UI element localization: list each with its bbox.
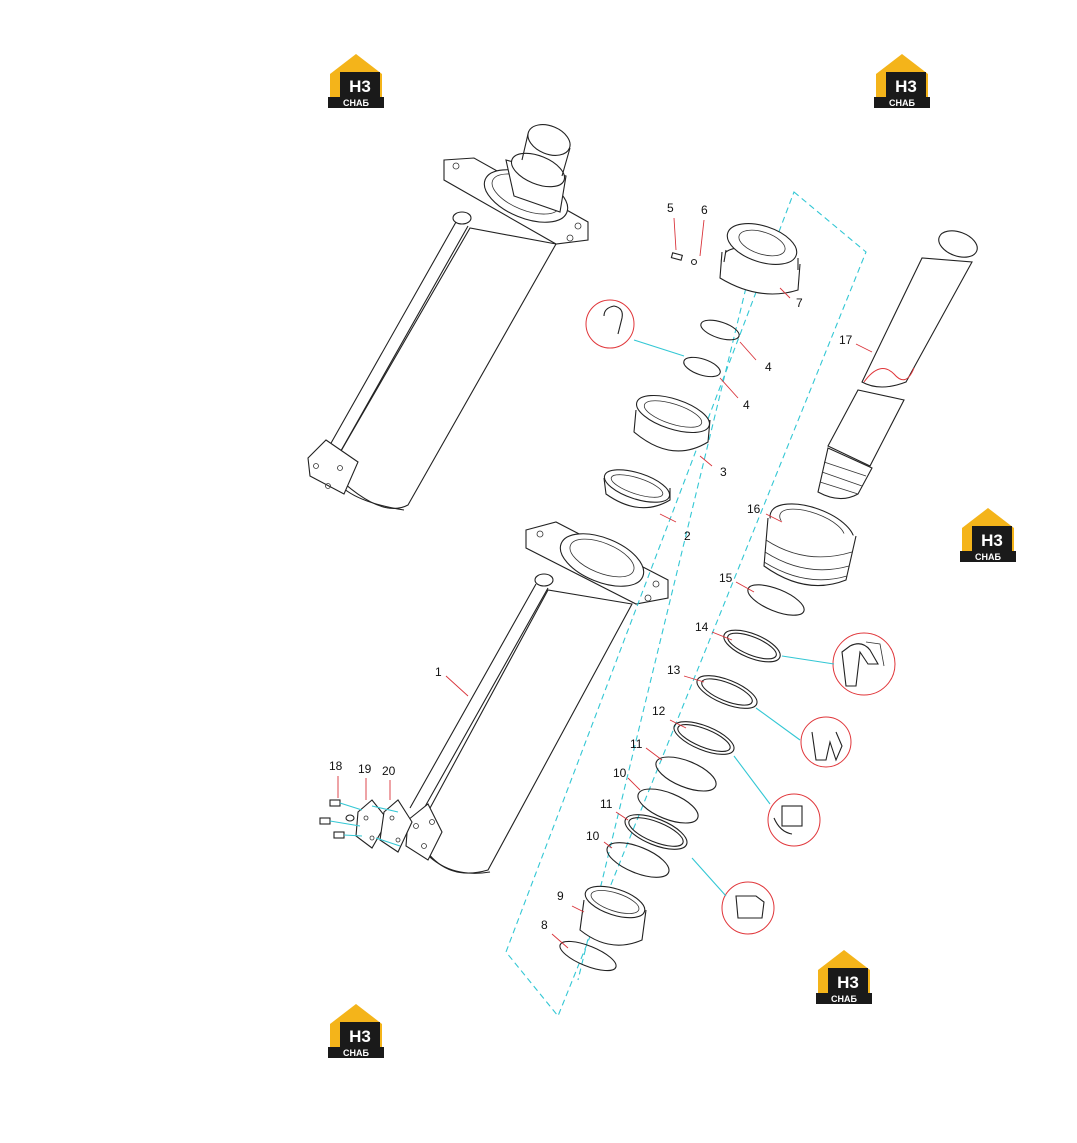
detail-ring-11-section (721, 881, 775, 935)
ring-part-10a (637, 788, 699, 824)
logo-bottom-text: СНАБ (343, 98, 369, 108)
logo-top-text: Н3 (349, 77, 371, 96)
callout-5: 5 (667, 201, 674, 215)
callout-7: 7 (796, 296, 803, 310)
seal-part-15 (747, 584, 805, 616)
piston-part-16 (763, 503, 857, 587)
bushing-part-9 (579, 885, 647, 946)
oring-part-4a (700, 319, 740, 341)
callout-4a: 4 (765, 360, 772, 374)
logo-top-text: Н3 (981, 531, 1003, 550)
callout-17: 17 (839, 333, 853, 347)
leader-lines (337, 217, 873, 949)
logo-top-text: Н3 (837, 973, 859, 992)
callout-11b: 11 (600, 797, 613, 811)
callout-16: 16 (747, 502, 761, 516)
logo-bottom-text: СНАБ (831, 994, 857, 1004)
gland-part-7 (670, 223, 801, 295)
callout-10b: 10 (586, 829, 600, 843)
rod-part-17 (817, 230, 978, 500)
logo-bottom-text: СНАБ (975, 552, 1001, 562)
detail-seal-13-section (800, 716, 852, 768)
brand-logo: Н3 СНАБ (958, 506, 1020, 564)
logo-bottom-text: СНАБ (343, 1048, 369, 1058)
callout-19: 19 (358, 762, 372, 776)
ring-part-11b (624, 814, 688, 850)
logo-top-text: Н3 (349, 1027, 371, 1046)
callout-labels: 1 2 3 4 4 5 6 7 8 9 10 11 10 11 12 13 14… (329, 201, 853, 932)
callout-15: 15 (719, 571, 733, 585)
callout-6: 6 (701, 203, 708, 217)
bushing-part-2 (603, 469, 671, 509)
detail-ring-12-section (767, 793, 821, 847)
ring-part-11a (655, 756, 717, 792)
callout-11a: 11 (630, 737, 643, 751)
seal-part-13 (696, 675, 758, 709)
callout-4b: 4 (743, 398, 750, 412)
brand-logo: Н3 СНАБ (326, 1002, 388, 1060)
detail-seal-14-section (832, 632, 896, 696)
callout-10a: 10 (613, 766, 627, 780)
bushing-part-3 (633, 394, 711, 452)
callout-1: 1 (435, 665, 442, 679)
callout-13: 13 (667, 663, 681, 677)
logo-top-text: Н3 (895, 77, 917, 96)
oring-part-4b (683, 356, 721, 378)
seal-part-14 (723, 629, 781, 663)
brand-logo: Н3 СНАБ (872, 52, 934, 110)
callout-14: 14 (695, 620, 709, 634)
callout-9: 9 (557, 889, 564, 903)
ring-part-12 (673, 721, 735, 755)
fastener-parts-18-20 (319, 799, 413, 853)
callout-2: 2 (684, 529, 691, 543)
ring-part-10b (606, 842, 670, 878)
logo-bottom-text: СНАБ (889, 98, 915, 108)
brand-logo: Н3 СНАБ (326, 52, 388, 110)
callout-12: 12 (652, 704, 666, 718)
barrel-part (405, 521, 669, 874)
assembled-cylinder (307, 124, 589, 511)
ring-part-8 (559, 940, 617, 972)
exploded-axis-frame (505, 191, 867, 1018)
brand-logo: Н3 СНАБ (814, 948, 876, 1006)
detail-oring-section (585, 299, 635, 349)
callout-3: 3 (720, 465, 727, 479)
callout-8: 8 (541, 918, 548, 932)
callout-18: 18 (329, 759, 343, 773)
callout-20: 20 (382, 764, 396, 778)
